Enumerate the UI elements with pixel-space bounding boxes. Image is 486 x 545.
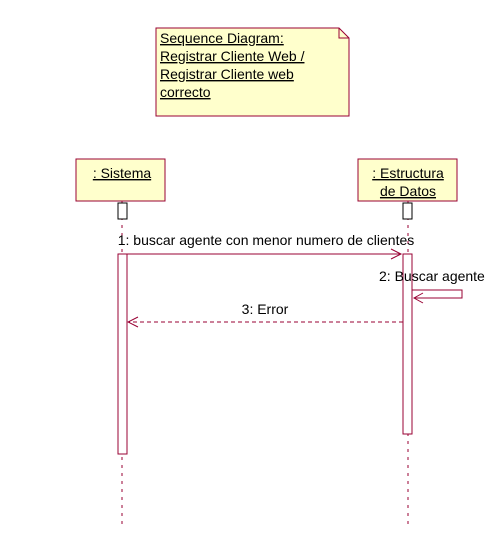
activation-sistema bbox=[117, 253, 128, 455]
object-sistema-label: : Sistema bbox=[93, 165, 152, 181]
object-sistema[interactable]: : Sistema bbox=[75, 158, 166, 202]
object-estructura-label-2: de Datos bbox=[380, 183, 436, 199]
note-line-2: Registrar Cliente Web / bbox=[160, 48, 305, 64]
activation-sistema-top bbox=[117, 202, 128, 220]
message-3-label: 3: Error bbox=[242, 301, 289, 317]
message-1[interactable]: 1: buscar agente con menor numero de cli… bbox=[118, 232, 415, 260]
note-line-1: Sequence Diagram: bbox=[160, 30, 284, 46]
diagram-note: Sequence Diagram: Registrar Cliente Web … bbox=[155, 27, 350, 117]
note-line-4: correcto bbox=[160, 84, 211, 100]
object-estructura-datos[interactable]: : Estructura de Datos bbox=[357, 158, 458, 202]
activation-estructura bbox=[402, 253, 413, 435]
message-1-label: 1: buscar agente con menor numero de cli… bbox=[118, 232, 415, 248]
object-estructura-label-1: : Estructura bbox=[372, 165, 444, 181]
activation-estructura-top bbox=[402, 202, 413, 220]
message-3[interactable]: 3: Error bbox=[126, 301, 403, 328]
note-line-3: Registrar Cliente web bbox=[160, 66, 294, 82]
message-2[interactable]: 2: Buscar agente bbox=[379, 268, 485, 304]
message-2-label: 2: Buscar agente bbox=[379, 268, 485, 284]
